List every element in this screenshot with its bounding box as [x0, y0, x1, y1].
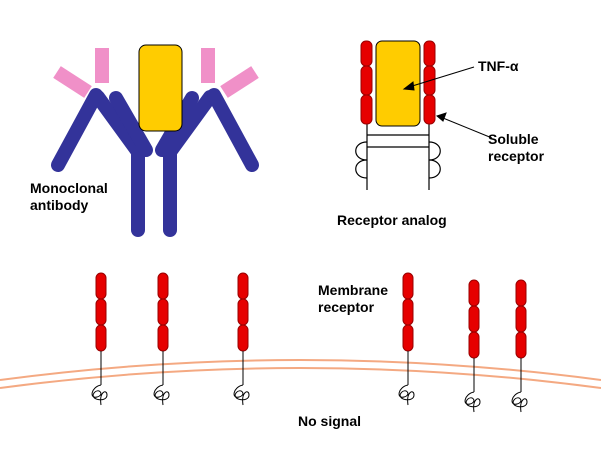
intracellular-coil-icon [153, 384, 170, 406]
membrane-label-line2: receptor [318, 299, 375, 315]
receptor-analog [355, 40, 441, 190]
membrane-receptor [464, 279, 481, 413]
receptor-domain [402, 298, 414, 326]
receptor-domain [468, 279, 480, 307]
antibody-label: Monoclonal antibody [30, 180, 108, 214]
receptor-domain [237, 324, 249, 352]
intracellular-coil-icon [398, 384, 415, 406]
receptor-domain [237, 272, 249, 300]
receptor-domain [468, 305, 480, 333]
receptor-domain [95, 298, 107, 326]
soluble-receptor-label: Soluble receptor [488, 131, 544, 165]
annotation-arrows [402, 66, 493, 139]
cell-membrane [0, 359, 601, 389]
receptor-domain [157, 272, 169, 300]
receptor-domain [157, 324, 169, 352]
intracellular-coil-icon [233, 384, 250, 406]
tnf-label: TNF-α [478, 58, 519, 74]
receptor-domain [95, 324, 107, 352]
intracellular-coil-icon [91, 384, 108, 406]
membrane-receptor [398, 272, 415, 406]
no-signal-label: No signal [298, 413, 362, 429]
antibody-label-line2: antibody [30, 197, 89, 213]
membrane-receptors [91, 272, 528, 413]
soluble-label-line2: receptor [488, 148, 545, 164]
intracellular-coil-icon [511, 391, 528, 413]
receptor-domain [402, 272, 414, 300]
receptor-domain [402, 324, 414, 352]
receptor-domain [515, 331, 527, 359]
receptor-domain [468, 331, 480, 359]
receptor-domain [157, 298, 169, 326]
intracellular-coil-icon [464, 391, 481, 413]
membrane-label-line1: Membrane [318, 282, 389, 298]
tnf-block-antibody [138, 44, 183, 132]
membrane-receptor [511, 279, 528, 413]
receptor-domain [237, 298, 249, 326]
receptor-domain [95, 272, 107, 300]
antibody-label-line1: Monoclonal [30, 180, 108, 196]
soluble-label-line1: Soluble [488, 131, 539, 147]
receptor-domain [515, 279, 527, 307]
membrane-receptor [91, 272, 108, 406]
membrane-receptor [233, 272, 250, 406]
membrane-receptor [153, 272, 170, 406]
receptor-domain [515, 305, 527, 333]
membrane-receptor-label: Membrane receptor [318, 282, 388, 316]
receptor-analog-label: Receptor analog [337, 212, 447, 228]
